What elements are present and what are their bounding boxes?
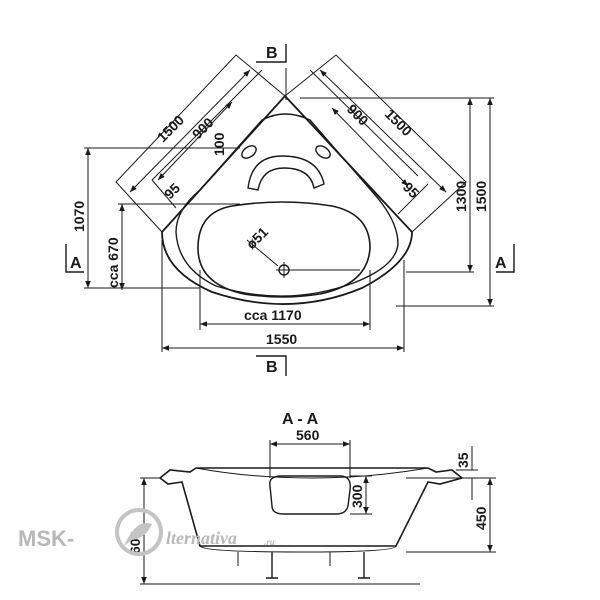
- section-markers: [65, 44, 515, 376]
- top-view: [84, 54, 494, 352]
- dim-left-1500: 1500: [154, 112, 187, 145]
- headrest: [247, 155, 325, 191]
- dim-1550: 1550: [266, 331, 297, 347]
- section-headrest: [269, 475, 351, 515]
- section-a-left: A: [70, 255, 82, 272]
- dim-450: 450: [473, 506, 489, 530]
- watermark: MSK- lternativa .ru: [18, 508, 275, 556]
- jet-right: [315, 145, 331, 159]
- watermark-logo: [115, 508, 163, 556]
- dim-35: 35: [455, 452, 471, 468]
- section-a-right: A: [495, 255, 507, 272]
- dim-rim-95-left: 95: [161, 180, 183, 202]
- section-b-top: B: [266, 45, 278, 62]
- dim-1500-right: 1500: [473, 181, 489, 212]
- dim-300: 300: [349, 484, 365, 508]
- watermark-suffix: .ru: [264, 537, 275, 547]
- leg-1: [266, 552, 278, 579]
- section-b-bottom: B: [266, 359, 278, 376]
- tub-basin: [197, 201, 371, 298]
- leg-2: [358, 552, 370, 579]
- section-title: A - A: [282, 411, 319, 428]
- tub-inner-rim: [175, 113, 399, 297]
- jet-left: [241, 145, 257, 159]
- dim-670: cca 670: [105, 237, 121, 288]
- dim-1070: 1070: [71, 201, 87, 232]
- watermark-tail: lternativa: [166, 528, 237, 548]
- dim-rim-100: 100: [211, 132, 227, 156]
- dim-560: 560: [296, 427, 320, 443]
- watermark-brand: MSK-: [18, 526, 74, 551]
- dim-rim-95-right: 95: [400, 179, 422, 201]
- dim-1170: cca 1170: [244, 307, 302, 323]
- dim-drain: ø51: [243, 224, 272, 253]
- section-view: [140, 440, 496, 585]
- tub-outer-rim: [161, 94, 413, 305]
- dim-1300: 1300: [453, 181, 469, 212]
